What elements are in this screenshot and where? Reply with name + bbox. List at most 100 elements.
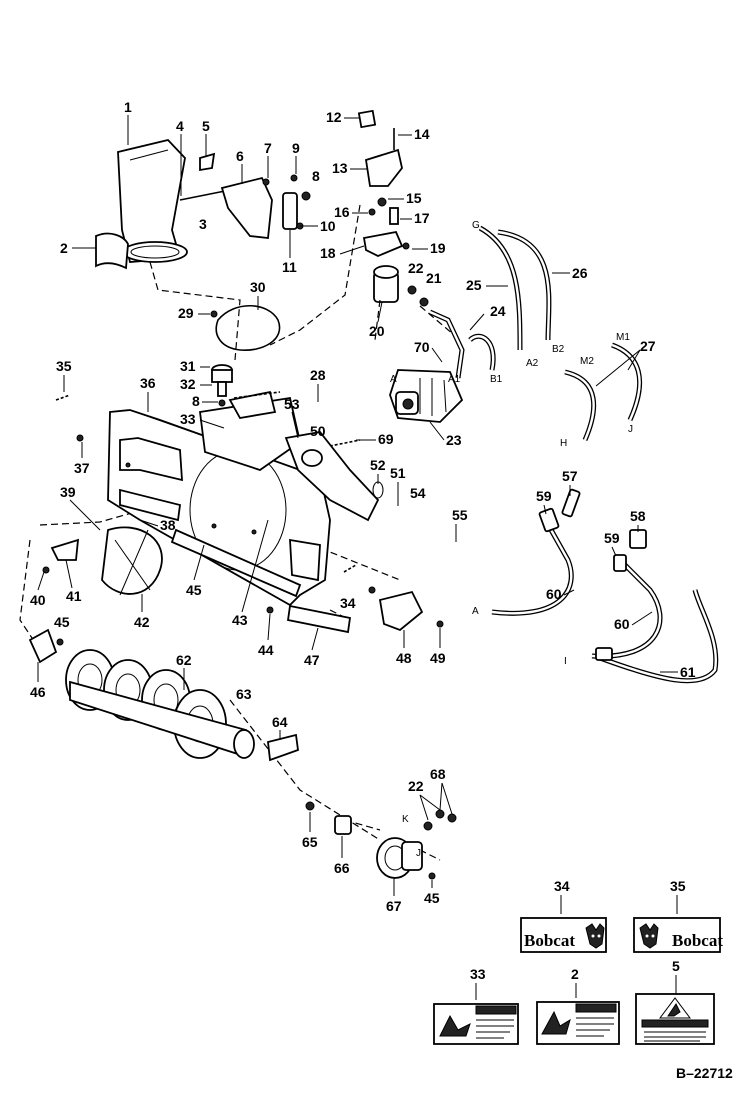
label-3: 3 [199, 216, 207, 232]
label-35: 35 [56, 358, 72, 374]
port-g: G [472, 220, 480, 231]
label-8a: 8 [312, 168, 320, 184]
label-64: 64 [272, 714, 288, 730]
label-60b: 60 [614, 616, 630, 632]
hydraulic-valve [389, 369, 464, 423]
drawing-reference: B–22712 [676, 1065, 733, 1081]
label-62: 62 [176, 652, 192, 668]
label-22a: 22 [408, 260, 424, 276]
label-5: 5 [202, 118, 210, 134]
label-59a: 59 [536, 488, 552, 504]
label-31: 31 [180, 358, 196, 374]
label-41: 41 [66, 588, 82, 604]
decal-35: 35 Bobcat [633, 878, 723, 953]
port-m2: M2 [580, 356, 594, 367]
label-22b: 22 [408, 778, 424, 794]
decal-35-brand: Bobcat [672, 931, 723, 950]
port-i: I [564, 656, 567, 667]
label-21: 21 [426, 270, 442, 286]
label-45b: 45 [54, 614, 70, 630]
label-13: 13 [332, 160, 348, 176]
cutting-edge [266, 586, 444, 634]
label-14: 14 [414, 126, 430, 142]
label-16: 16 [334, 204, 350, 220]
label-17: 17 [414, 210, 430, 226]
auger-motor [267, 733, 457, 880]
port-a1: A1 [448, 374, 461, 385]
port-b2: B2 [552, 344, 565, 355]
label-48: 48 [396, 650, 412, 666]
snowblower-housing [76, 390, 331, 607]
label-40: 40 [30, 592, 46, 608]
port-a2: A2 [526, 358, 539, 369]
label-46: 46 [30, 684, 46, 700]
label-37: 37 [74, 460, 90, 476]
decal-5: 5 [635, 958, 715, 1045]
label-39: 39 [60, 484, 76, 500]
label-34a: 34 [340, 595, 356, 611]
label-43: 43 [232, 612, 248, 628]
hydraulic-hoses [428, 225, 719, 684]
label-36: 36 [140, 375, 156, 391]
label-66: 66 [334, 860, 350, 876]
label-27: 27 [640, 338, 656, 354]
label-44: 44 [258, 642, 274, 658]
decal-33: 33 [433, 966, 519, 1045]
label-52: 52 [370, 457, 386, 473]
label-2: 2 [60, 240, 68, 256]
label-28: 28 [310, 367, 326, 383]
chute-belt [210, 305, 281, 407]
discharge-chute-assembly [95, 139, 318, 270]
port-k: K [402, 814, 409, 825]
port-h: H [560, 438, 567, 449]
label-55: 55 [452, 507, 468, 523]
label-7: 7 [264, 140, 272, 156]
hose-port-labels: G A2 B2 M1 M2 J H A B1 A1 A K J I [390, 220, 633, 859]
label-61: 61 [680, 664, 696, 680]
decal-34-brand: Bobcat [524, 931, 575, 950]
label-24: 24 [490, 303, 506, 319]
label-19: 19 [430, 240, 446, 256]
label-29: 29 [178, 305, 194, 321]
label-54: 54 [410, 485, 426, 501]
label-6: 6 [236, 148, 244, 164]
label-1: 1 [124, 99, 132, 115]
port-a-valve: A [390, 374, 397, 385]
label-49: 49 [430, 650, 446, 666]
label-4: 4 [176, 118, 184, 134]
chute-rotator-assembly [357, 109, 429, 307]
label-67: 67 [386, 898, 402, 914]
label-70: 70 [414, 339, 430, 355]
label-50: 50 [310, 423, 326, 439]
label-9: 9 [292, 140, 300, 156]
bobcat-head-icon [585, 923, 605, 949]
label-63: 63 [236, 686, 252, 702]
decal-34: 34 Bobcat [520, 878, 607, 953]
port-b1: B1 [490, 374, 503, 385]
label-26: 26 [572, 265, 588, 281]
label-32: 32 [180, 376, 196, 392]
label-30: 30 [250, 279, 266, 295]
decal-35-number: 35 [670, 878, 686, 894]
port-a-hose: A [472, 606, 479, 617]
decal-2-number: 2 [571, 966, 579, 982]
label-58: 58 [630, 508, 646, 524]
label-20: 20 [369, 323, 385, 339]
impeller-and-bearing [28, 526, 163, 664]
warning-triangle-icon [659, 997, 691, 1019]
label-51: 51 [390, 465, 406, 481]
label-65: 65 [302, 834, 318, 850]
label-59b: 59 [604, 530, 620, 546]
label-57: 57 [562, 468, 578, 484]
label-25: 25 [466, 277, 482, 293]
mount-plate [284, 431, 384, 522]
label-10: 10 [320, 218, 336, 234]
decal-2: 2 [536, 966, 620, 1045]
label-60a: 60 [546, 586, 562, 602]
label-33: 33 [180, 411, 196, 427]
decal-33-number: 33 [470, 966, 486, 982]
port-m1: M1 [616, 332, 630, 343]
label-69: 69 [378, 431, 394, 447]
port-j: J [628, 424, 633, 435]
